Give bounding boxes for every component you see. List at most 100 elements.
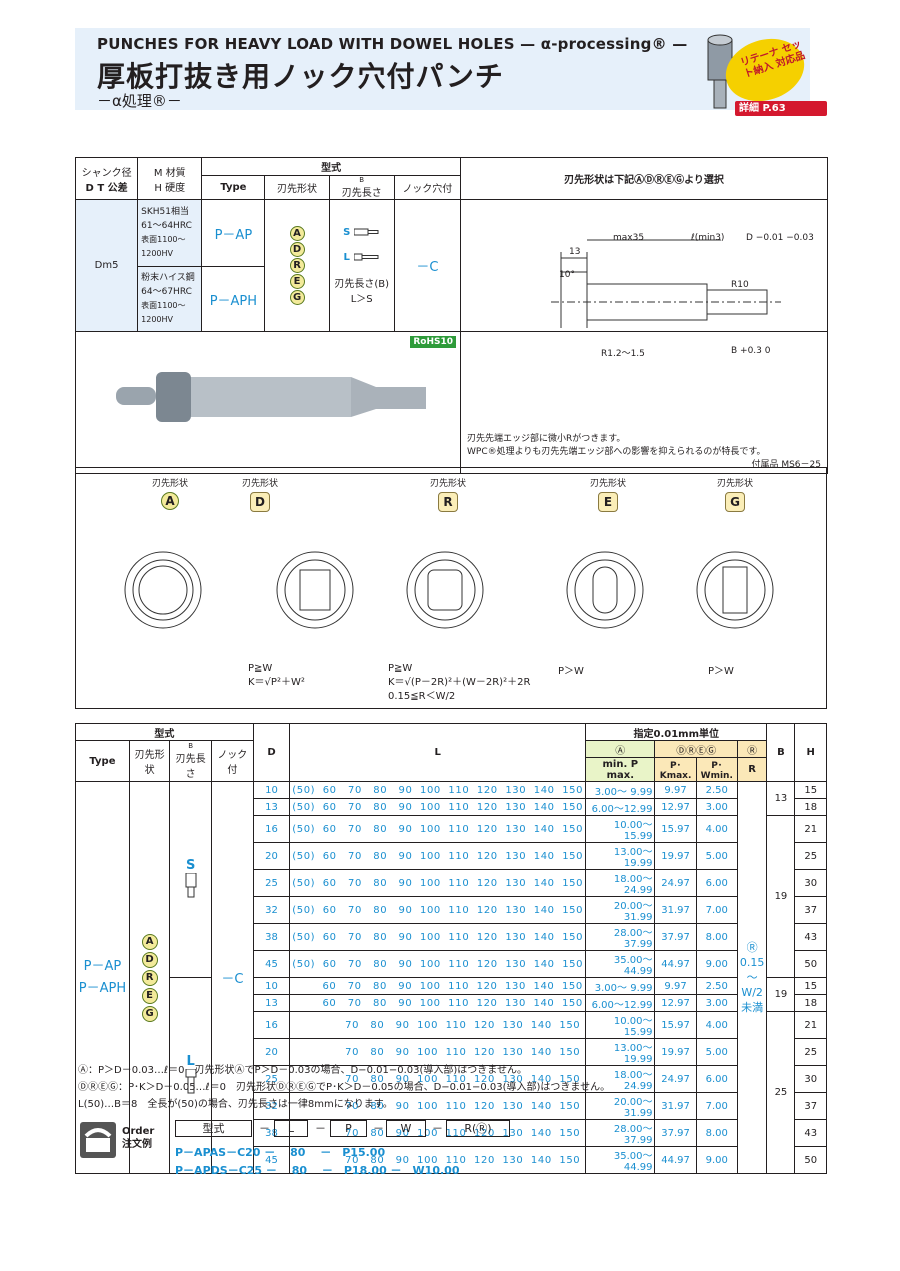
mt-d-cell: 32 [252,1092,291,1120]
tip-g-block: 刃先形状 G [705,476,765,512]
tip-r-note-1: P≧W [388,663,413,674]
tip-a-block: 刃先形状 A [140,476,200,510]
mt-d-cell: 13 [252,798,291,816]
punch-photo [116,372,426,422]
dim-lmin: ℓ(min3) [691,233,725,243]
mt-h-cell: 15 [794,781,827,799]
tip-e-figure [566,551,644,629]
mt-pk-cell: 31.97 [654,896,697,924]
mt-tip-l: L [186,1053,195,1069]
tip-d-figure [276,551,354,629]
mt-l-cell: (50) 60 70 80 90 100 110 120 130 140 150 [289,896,587,924]
mt-type-header: Type [75,740,130,782]
mt-d-cell: 16 [252,1011,291,1039]
type-p-ap: P－AP [201,198,266,268]
table-row: 25(50) 60 70 80 90 100 110 120 130 140 1… [76,869,827,897]
length-l: L [343,251,350,263]
mt-tip-g: G [141,1005,158,1022]
mt-pk-cell: 12.97 [654,798,697,816]
header-band [75,28,810,110]
order-dash-3: － [373,1122,384,1135]
length-s: S [343,226,351,238]
mt-pk-cell: 19.97 [654,1038,697,1066]
tip-d: D [289,242,305,257]
tip-a-label: 刃先形状 [151,479,188,489]
table-row: 16(50) 60 70 80 90 100 110 120 130 140 1… [76,815,827,978]
footnote-1: Ⓐ：P＞D－0.03…ℓ＝0 刃先形状ⒶでP＞D－0.03の場合、D−0.01−… [78,1065,527,1076]
mt-minp-cell: 6.00～12.99 [585,798,656,816]
mt-d-cell: 45 [252,950,291,978]
order-box-r: R(Ⓡ) [446,1120,510,1137]
mt-pw-cell: 7.00 [695,1092,738,1120]
mt-punch-short-icon [185,872,197,897]
mt-l-cell: 60 70 80 90 100 110 120 130 140 150 [289,994,587,1012]
type-header: Type [201,175,266,200]
mt-pw-cell: 6.00 [695,1065,738,1093]
mt-rr-header: R [736,757,768,782]
tip-g: G [289,290,305,305]
dim-10deg: 10° [559,270,575,280]
mt-d-header: D [252,723,291,782]
mt-pw-cell: 3.00 [695,994,738,1012]
mt-pk-cell: 31.97 [654,1092,697,1120]
detail-link[interactable]: 詳細 P.63 [735,101,827,116]
mt-tip-header: 刃先形状 [128,740,171,782]
mt-unit-header: 指定0.01mm単位 [585,723,768,741]
punch-short-icon [354,228,379,236]
order-example-1: P－APAS－C20 － 80 － P15.00 [175,1146,386,1159]
tip-d-note-1: P≧W [248,663,273,674]
mt-h-cell: 21 [794,1011,827,1039]
mt-minp-cell: 28.00～37.99 [585,923,656,951]
order-box-l: L [274,1120,308,1137]
mt-knock-header: ノック付 [211,740,254,782]
mt-d-cell: 16 [252,815,291,843]
mt-pk-cell: 15.97 [654,815,697,843]
mt-knock: －C [211,781,254,1174]
mt-h-cell: 25 [794,1038,827,1066]
mt-h-cell: 25 [794,842,827,870]
tip-r-notes: P≧W K＝√(P－2R)²＋(W－2R)²＋2R 0.15≦R＜W/2 [388,662,530,704]
order-label-en: Order [122,1126,155,1137]
title-english: PUNCHES FOR HEAVY LOAD WITH DOWEL HOLES … [97,35,688,53]
mt-d-cell: 32 [252,896,291,924]
mt-l-cell: 70 80 90 100 110 120 130 140 150 [289,1038,587,1066]
mt-h-cell: 30 [794,869,827,897]
tip-select-header: 刃先形状は下記ⒶⒹⓇⒺⒼより選択 [460,157,828,200]
mt-h-header: H [794,723,827,782]
mt-l-cell: (50) 60 70 80 90 100 110 120 130 140 150 [289,842,587,870]
length-note2: L＞S [350,293,373,305]
mt-minp-cell: 3.00～ 9.99 [585,781,656,799]
mt-blen-b: B [188,742,194,750]
mt-minp-header: min. P max. [585,757,656,782]
mt-h-cell: 50 [794,1146,827,1174]
phone-order-icon [80,1122,116,1158]
order-dash-1: － [259,1122,270,1135]
tip-a: A [289,226,305,241]
order-dash-2: － [315,1122,326,1135]
mt-pw-cell: 8.00 [695,923,738,951]
type-p-aph: P－APH [201,266,266,332]
tip-d-block: 刃先形状 D [230,476,290,512]
mt-dreg-header: ⒹⓇⒺⒼ [654,740,738,758]
mt-pw-cell: 5.00 [695,1038,738,1066]
mt-l-cell: 70 80 90 100 110 120 130 140 150 [289,1065,587,1093]
order-box-w: W [386,1120,426,1137]
tip-g-square: G [725,492,745,512]
mt-minp-cell: 20.00～31.99 [585,896,656,924]
tip-a-circle: A [161,492,179,510]
tip-r: R [289,258,305,273]
material-header: M 材質 [153,167,186,179]
mt-h-cell: 30 [794,1065,827,1093]
mt-d-cell: 25 [252,869,291,897]
mt-h-cell: 37 [794,896,827,924]
tip-r-figure [406,551,484,629]
length-cell: S L 刃先長さ(B) L＞S [328,199,395,332]
tip-e-note: P＞W [558,666,584,677]
tip-r-block: 刃先形状 R [418,476,478,512]
mt-d-cell: 20 [252,1038,291,1066]
tip-header: 刃先形状 [264,175,330,200]
